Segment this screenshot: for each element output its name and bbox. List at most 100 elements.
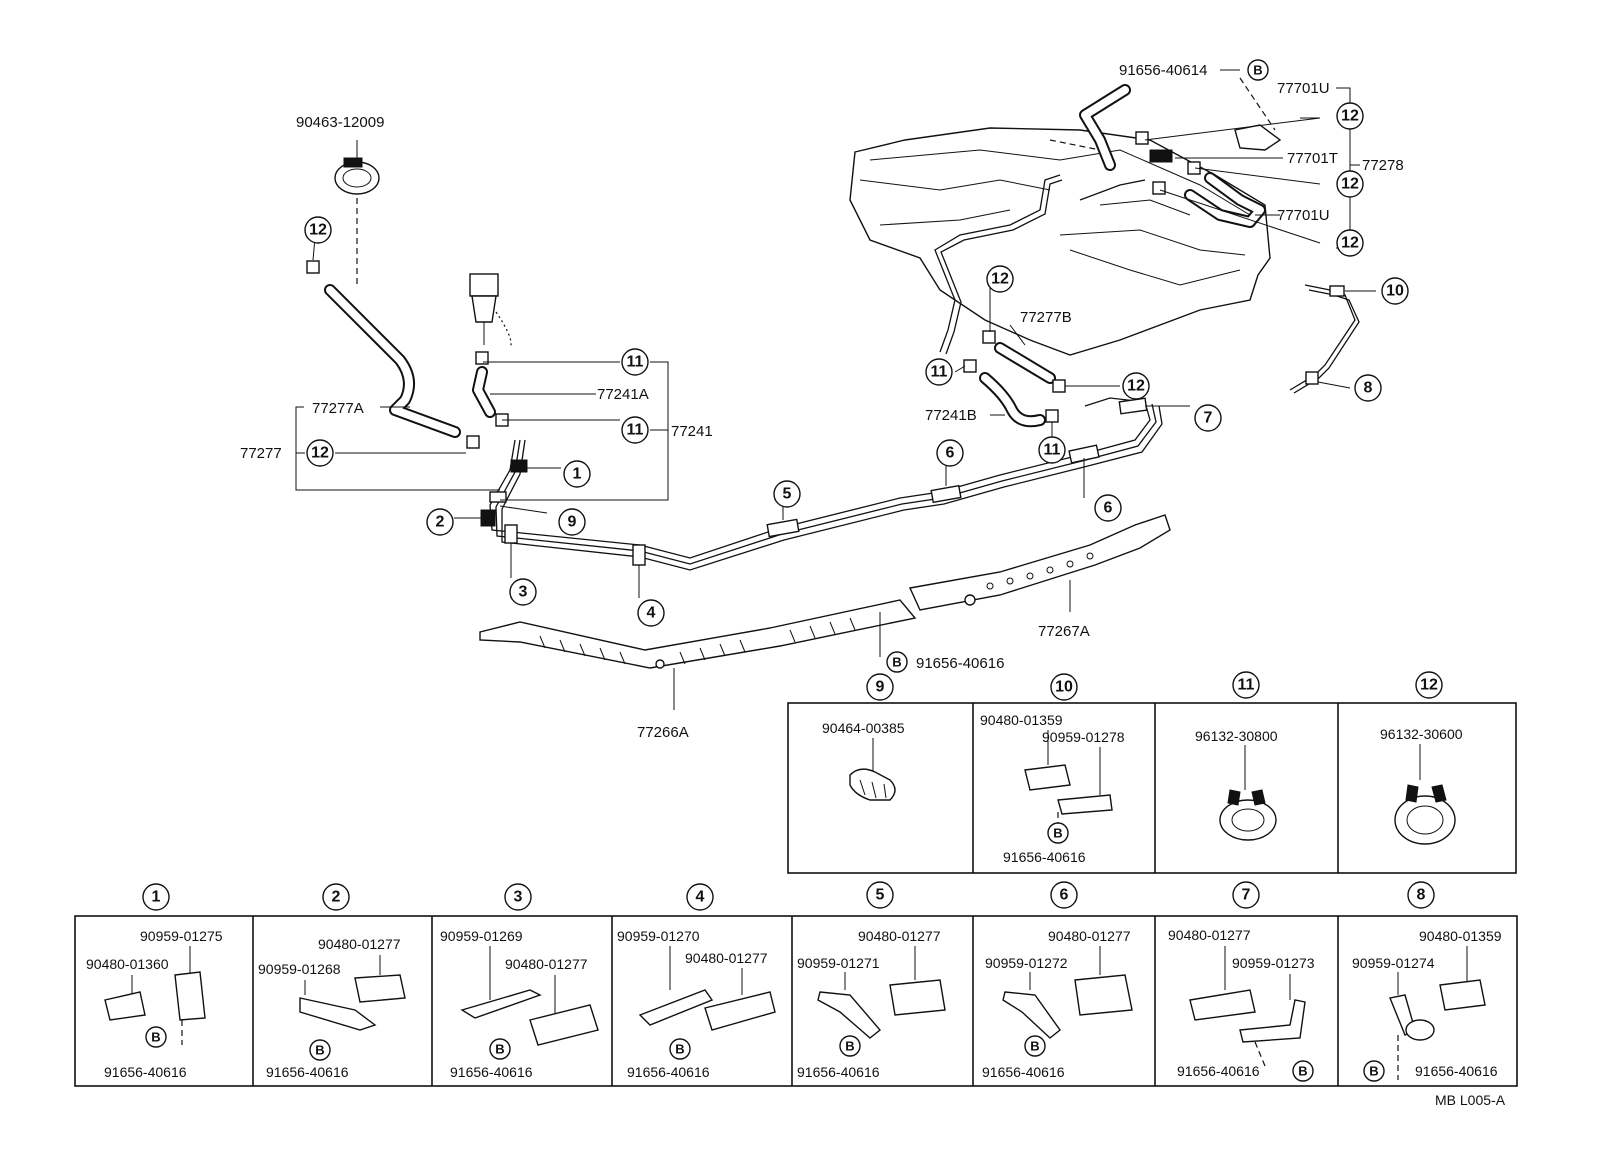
svg-text:12: 12 <box>1127 378 1145 395</box>
svg-text:1: 1 <box>152 889 161 906</box>
detail-table-top: 9 10 11 12 90464-00385 90480-01359 90959… <box>787 671 1517 874</box>
part-label: 90480-01359 <box>980 712 1063 728</box>
svg-text:B: B <box>1298 1064 1307 1079</box>
part-label: 91656-40616 <box>627 1064 710 1080</box>
part-label: 90959-01268 <box>258 961 341 977</box>
part-label: 96132-30800 <box>1195 728 1278 744</box>
svg-text:B: B <box>892 655 901 670</box>
part-label: 91656-40616 <box>916 655 1004 672</box>
svg-text:B: B <box>495 1042 504 1057</box>
svg-text:6: 6 <box>1104 500 1113 517</box>
main-labels: 90463-12009 77277A 77277 77241A 77241 91… <box>240 62 1506 1108</box>
part-label: 90959-01272 <box>985 955 1068 971</box>
svg-text:6: 6 <box>1060 887 1069 904</box>
svg-text:12: 12 <box>309 222 327 239</box>
svg-text:12: 12 <box>991 271 1009 288</box>
svg-text:12: 12 <box>1341 235 1359 252</box>
part-label: 77277 <box>240 445 282 462</box>
frame-rail-77267a <box>908 514 1171 611</box>
part-label: 77241 <box>671 423 713 440</box>
clip-icon <box>982 330 996 344</box>
svg-text:9: 9 <box>568 514 577 531</box>
svg-text:8: 8 <box>1417 887 1426 904</box>
main-circle-marks: 12 12 11 11 1 2 9 3 4 5 6 6 7 12 11 12 1… <box>304 102 1409 627</box>
clip-icon <box>466 435 480 449</box>
svg-text:B: B <box>1030 1039 1039 1054</box>
svg-text:9: 9 <box>876 679 885 696</box>
part-label: 91656-40616 <box>1415 1063 1498 1079</box>
part-label: 90480-01277 <box>505 956 588 972</box>
svg-text:12: 12 <box>1341 108 1359 125</box>
svg-text:12: 12 <box>311 445 329 462</box>
part-label: 91656-40616 <box>266 1064 349 1080</box>
clip-icon <box>1187 161 1201 175</box>
svg-text:B: B <box>315 1043 324 1058</box>
svg-text:12: 12 <box>1341 176 1359 193</box>
svg-text:7: 7 <box>1204 410 1213 427</box>
part-label: 90480-01277 <box>318 936 401 952</box>
part-label: 91656-40616 <box>797 1064 880 1080</box>
part-label: 90959-01275 <box>140 928 223 944</box>
part-label: 96132-30600 <box>1380 726 1463 742</box>
part-label: 91656-40614 <box>1119 62 1207 79</box>
svg-text:4: 4 <box>647 605 656 622</box>
detail-table-bottom: 1 2 3 4 5 6 7 8 90959-01275 90480-01360 … <box>74 881 1518 1087</box>
svg-text:11: 11 <box>627 422 644 439</box>
svg-text:7: 7 <box>1242 887 1251 904</box>
part-label: 77701T <box>1287 150 1338 167</box>
part-label: 77241A <box>597 386 649 403</box>
svg-text:10: 10 <box>1055 679 1073 696</box>
part-label: 91656-40616 <box>1003 849 1086 865</box>
svg-text:8: 8 <box>1364 380 1373 397</box>
part-label: 77277B <box>1020 309 1072 326</box>
svg-text:11: 11 <box>1238 677 1255 694</box>
vent-hoses-77278 <box>1079 84 1282 228</box>
part-label: 91656-40616 <box>1177 1063 1260 1079</box>
clip-icon <box>306 260 320 274</box>
svg-text:4: 4 <box>696 889 705 906</box>
part-label: 90480-01277 <box>1168 927 1251 943</box>
part-label: 91656-40616 <box>982 1064 1065 1080</box>
clip-icon <box>963 359 977 373</box>
part-label: 90463-12009 <box>296 114 384 131</box>
pipe-clamps <box>480 397 1148 566</box>
part-label: 90959-01278 <box>1042 729 1125 745</box>
hose-clamp-icon <box>334 157 380 195</box>
drawing-code: MB L005-A <box>1435 1092 1506 1108</box>
part-label: 90959-01270 <box>617 928 700 944</box>
charcoal-canister-valve-icon <box>469 273 512 349</box>
svg-text:5: 5 <box>876 887 885 904</box>
svg-text:B: B <box>675 1042 684 1057</box>
svg-text:5: 5 <box>783 486 792 503</box>
tank-tubes <box>934 174 1146 428</box>
part-label: 90480-01360 <box>86 956 169 972</box>
svg-text:2: 2 <box>436 514 445 531</box>
svg-text:11: 11 <box>627 354 644 371</box>
part-label: 90959-01273 <box>1232 955 1315 971</box>
part-label: 77266A <box>637 724 689 741</box>
bolt-marks-main: B B <box>886 59 1269 673</box>
part-label: 90480-01277 <box>858 928 941 944</box>
part-label: 77241B <box>925 407 977 424</box>
svg-text:B: B <box>845 1039 854 1054</box>
svg-text:1: 1 <box>573 466 582 483</box>
vent-hose-77241a <box>472 366 496 418</box>
part-label: 77267A <box>1038 623 1090 640</box>
clip-icon <box>1152 181 1166 195</box>
svg-text:10: 10 <box>1386 283 1404 300</box>
svg-text:12: 12 <box>1420 677 1438 694</box>
svg-text:B: B <box>1253 63 1262 78</box>
clip-icon <box>475 351 489 365</box>
part-label: 90959-01271 <box>797 955 880 971</box>
filler-pipe <box>324 284 461 438</box>
clip-icon <box>1052 379 1066 393</box>
fuel-pipes <box>489 397 1163 571</box>
part-label: 91656-40616 <box>104 1064 187 1080</box>
svg-text:3: 3 <box>514 889 523 906</box>
part-label: 77277A <box>312 400 364 417</box>
svg-text:11: 11 <box>931 364 948 381</box>
part-label: 91656-40616 <box>450 1064 533 1080</box>
svg-text:B: B <box>151 1030 160 1045</box>
svg-text:B: B <box>1053 826 1062 841</box>
